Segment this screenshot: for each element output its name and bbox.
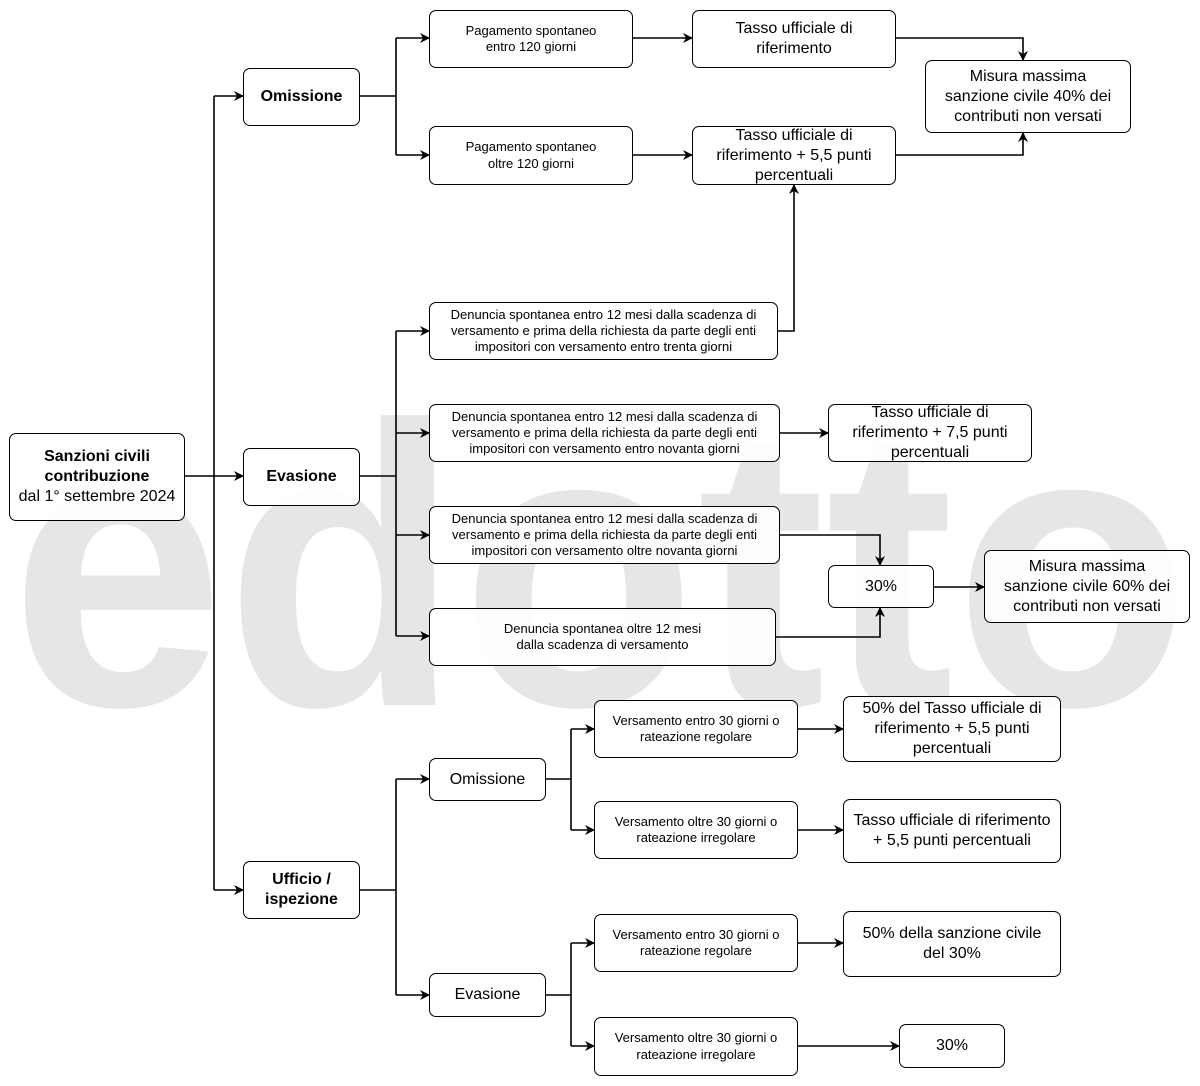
uff-ev-entro-30-node: Versamento entro 30 giorni o rateazione … xyxy=(594,914,798,972)
uff-om-oltre-30-label: Versamento oltre 30 giorni o rateazione … xyxy=(614,813,778,845)
uff-om-result-entro-node: 50% del Tasso ufficiale di riferimento +… xyxy=(843,696,1061,762)
uff-om-oltre-30-node: Versamento oltre 30 giorni o rateazione … xyxy=(594,801,798,859)
max-60-label: Misura massima sanzione civile 60% dei c… xyxy=(1003,557,1171,615)
tasso-riferimento-label: Tasso ufficiale di riferimento xyxy=(735,20,853,57)
pagamento-entro-120-node: Pagamento spontaneo entro 120 giorni xyxy=(429,10,633,68)
connector-ufficio xyxy=(360,779,397,995)
arrow-den30-to-tasso-55 xyxy=(778,184,799,332)
pagamento-entro-120-label: Pagamento spontaneo entro 120 giorni xyxy=(465,22,597,54)
tasso-75-node: Tasso ufficiale di riferimento + 7,5 pun… xyxy=(828,404,1032,462)
ufficio-label: Ufficio / ispezione xyxy=(265,871,338,908)
tasso-riferimento-node: Tasso ufficiale di riferimento xyxy=(692,10,896,68)
arrow-to-trenta-a xyxy=(780,534,885,566)
ufficio-node: Ufficio / ispezione xyxy=(243,861,360,919)
uff-ev-oltre-30-node: Versamento oltre 30 giorni o rateazione … xyxy=(594,1017,798,1076)
arrow-to-max40-a xyxy=(896,37,1028,61)
connector-evasione xyxy=(360,331,397,636)
denuncia-oltre-90-label: Denuncia spontanea entro 12 mesi dalla s… xyxy=(451,510,758,559)
uff-omissione-label: Omissione xyxy=(449,770,526,788)
uff-om-result-entro-label: 50% del Tasso ufficiale di riferimento +… xyxy=(862,700,1042,757)
denuncia-entro-30-label: Denuncia spontanea entro 12 mesi dalla s… xyxy=(450,306,757,355)
omissione-label: Omissione xyxy=(260,88,343,105)
denuncia-oltre-90-node: Denuncia spontanea entro 12 mesi dalla s… xyxy=(429,506,780,564)
omissione-node: Omissione xyxy=(243,68,360,126)
denuncia-entro-90-label: Denuncia spontanea entro 12 mesi dalla s… xyxy=(451,408,758,457)
tasso-55-node: Tasso ufficiale di riferimento + 5,5 pun… xyxy=(692,126,896,185)
connector-uff-omissione xyxy=(546,729,572,830)
denuncia-entro-90-node: Denuncia spontanea entro 12 mesi dalla s… xyxy=(429,404,780,462)
uff-om-entro-30-label: Versamento entro 30 giorni o rateazione … xyxy=(612,712,780,744)
uff-ev-result-oltre-label: 30% xyxy=(935,1037,969,1054)
pagamento-oltre-120-label: Pagamento spontaneo oltre 120 giorni xyxy=(465,139,597,171)
pagamento-oltre-120-node: Pagamento spontaneo oltre 120 giorni xyxy=(429,126,633,185)
root-subtitle: dal 1° settembre 2024 xyxy=(18,488,176,505)
tasso-55-label: Tasso ufficiale di riferimento + 5,5 pun… xyxy=(716,126,872,184)
uff-ev-oltre-30-label: Versamento oltre 30 giorni o rateazione … xyxy=(614,1030,778,1062)
arrow-to-max40-b xyxy=(896,132,1028,156)
connector-uff-evasione xyxy=(546,943,572,1046)
root-title: Sanzioni civili contribuzione xyxy=(44,448,150,485)
denuncia-entro-30-node: Denuncia spontanea entro 12 mesi dalla s… xyxy=(429,302,778,360)
uff-ev-result-entro-label: 50% della sanzione civile del 30% xyxy=(862,925,1042,962)
connector-omissione xyxy=(360,38,397,155)
uff-evasione-node: Evasione xyxy=(429,973,546,1017)
denuncia-oltre-12-mesi-node: Denuncia spontanea oltre 12 mesi dalla s… xyxy=(429,608,776,666)
max-40-label: Misura massima sanzione civile 40% dei c… xyxy=(944,67,1112,125)
uff-ev-result-oltre-node: 30% xyxy=(899,1024,1005,1068)
max-40-node: Misura massima sanzione civile 40% dei c… xyxy=(925,60,1131,133)
trenta-percento-node: 30% xyxy=(828,565,934,608)
denuncia-oltre-12-mesi-label: Denuncia spontanea oltre 12 mesi dalla s… xyxy=(503,620,702,652)
arrow-to-trenta-b xyxy=(776,607,885,638)
tasso-75-label: Tasso ufficiale di riferimento + 7,5 pun… xyxy=(852,404,1008,461)
uff-evasione-label: Evasione xyxy=(454,986,521,1003)
evasione-node: Evasione xyxy=(243,448,360,506)
uff-om-result-oltre-node: Tasso ufficiale di riferimento + 5,5 pun… xyxy=(843,799,1061,863)
evasione-label: Evasione xyxy=(266,468,337,485)
uff-ev-result-entro-node: 50% della sanzione civile del 30% xyxy=(843,911,1061,977)
uff-omissione-node: Omissione xyxy=(429,758,546,801)
uff-ev-entro-30-label: Versamento entro 30 giorni o rateazione … xyxy=(612,926,780,958)
root-node: Sanzioni civili contribuzione dal 1° set… xyxy=(9,433,185,521)
max-60-node: Misura massima sanzione civile 60% dei c… xyxy=(984,550,1190,623)
trenta-percento-label: 30% xyxy=(864,577,898,595)
uff-om-entro-30-node: Versamento entro 30 giorni o rateazione … xyxy=(594,700,798,758)
uff-om-result-oltre-label: Tasso ufficiale di riferimento + 5,5 pun… xyxy=(853,812,1051,849)
